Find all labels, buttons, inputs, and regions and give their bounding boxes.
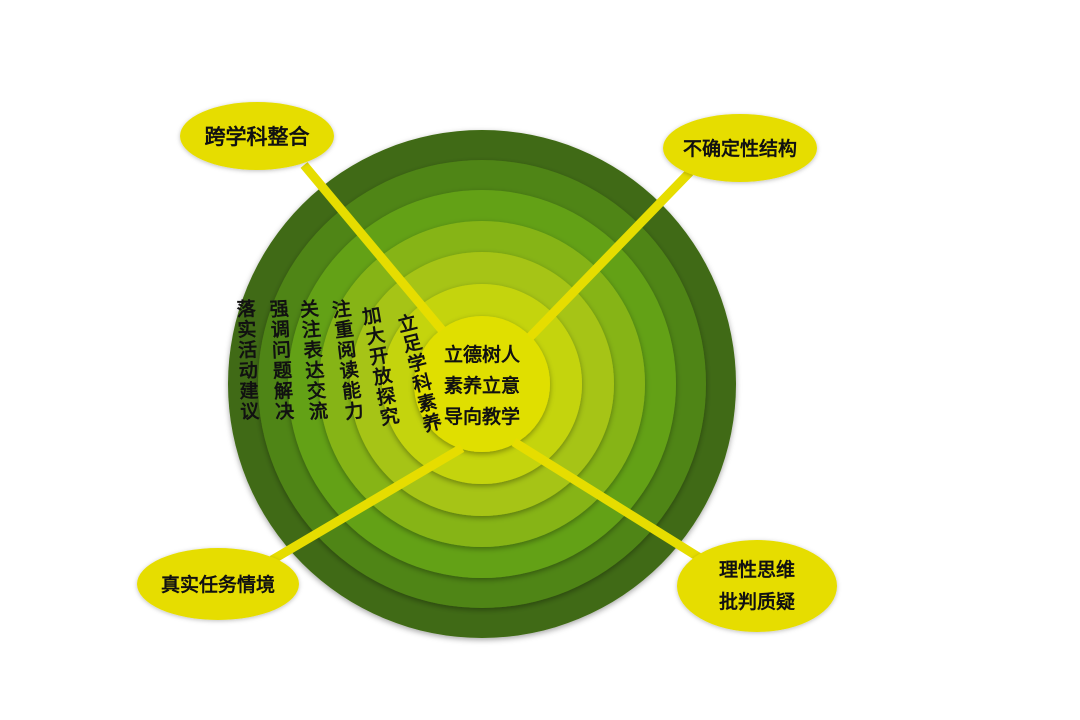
ring-label-6-char: 动 [238,360,258,383]
ring-label-2-char: 加 [360,304,384,329]
ring-label-5-char: 题 [272,360,292,383]
ring-label-5-char: 解 [273,379,293,403]
connector-bottom-right [511,438,703,562]
ring-label-4-char: 注 [301,317,322,342]
callout-top-left-text: 跨学科整合 [205,125,311,149]
callout-bottom-left: 真实任务情境 [137,548,299,620]
callout-top-left-bubble [180,102,334,170]
ring-label-3-char: 力 [343,399,365,424]
ring-7 [414,316,550,452]
ring-label-4-char: 表 [303,338,325,363]
ring-label-2-char: 开 [368,344,391,369]
callout-top-right: 不确定性结构 [663,114,817,182]
ring-label-4-char: 交 [306,379,327,404]
callout-bottom-right-text-2: 批判质疑 [719,591,795,613]
ring-label-3-char: 注 [331,297,353,322]
ring-label-6-char: 实 [237,318,257,342]
ring-label-6-char: 建 [239,379,259,403]
center-line-3: 导向教学 [444,405,520,428]
ring-label-5-char: 强 [269,298,289,321]
ring-label-3-char: 阅 [336,339,358,363]
ring-label-6-char: 活 [238,338,258,362]
connector-top-right [526,168,694,341]
ring-label-5-char: 调 [270,319,290,342]
callout-bottom-right-bubble [677,540,837,632]
center-line-1: 立德树人 [444,343,521,366]
ring-label-3-char: 读 [338,358,360,383]
ring-label-3-char: 重 [333,318,355,342]
ring-label-2-char: 大 [364,323,387,349]
ring-label-2-char: 究 [378,404,401,430]
ring-label-4-char: 关 [299,297,320,322]
ring-label-4-char: 达 [304,358,325,383]
callout-bottom-left-bubble [137,548,299,620]
callout-bubbles: 跨学科整合 不确定性结构 真实任务情境 理性思维 批判质疑 [137,102,837,632]
ring-label-4-char: 流 [308,399,329,424]
connector-bottom-left [269,444,465,564]
callout-bottom-right: 理性思维 批判质疑 [677,540,837,632]
ring-label-6-char: 议 [240,401,261,424]
callout-bottom-left-text: 真实任务情境 [161,573,275,596]
ring-label-6-char: 落 [236,297,257,321]
center-core: 立德树人 素养立意 导向教学 [444,343,521,428]
ring-label-5-char: 决 [275,400,296,423]
ring-label-5-char: 问 [271,339,291,362]
callout-top-right-bubble [663,114,817,182]
ring-label-3-char: 能 [341,378,363,403]
center-line-2: 素养立意 [444,374,520,397]
callout-top-left: 跨学科整合 [180,102,334,170]
callout-top-right-text: 不确定性结构 [683,137,797,160]
connector-lines [269,162,703,564]
ring-label-2-char: 探 [375,385,398,410]
connector-top-left [300,162,446,333]
callout-bottom-right-text-1: 理性思维 [719,558,795,581]
